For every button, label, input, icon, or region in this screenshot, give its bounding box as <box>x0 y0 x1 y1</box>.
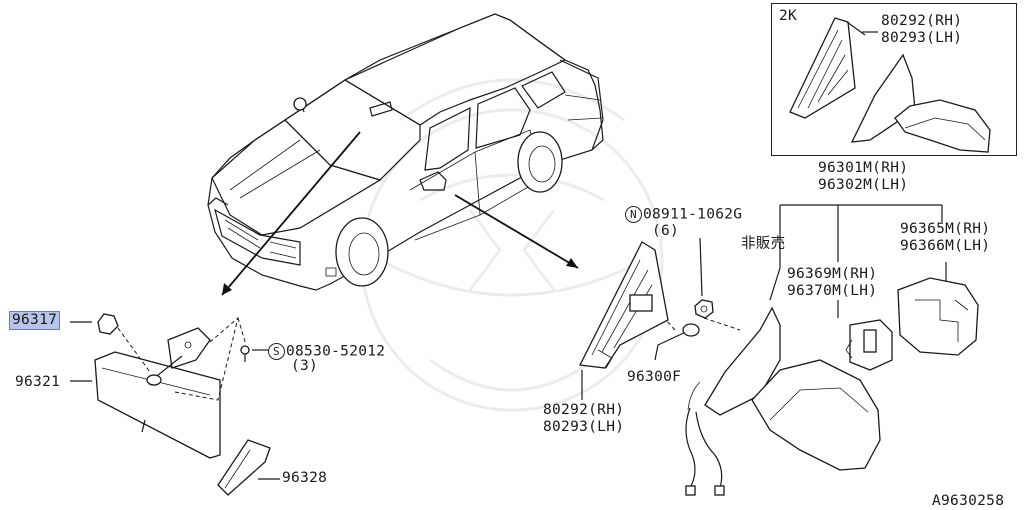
inset-part-rh: 80292(RH) <box>881 13 963 29</box>
screw-qty-label: (3) <box>291 358 319 374</box>
nut-part-label: 08911-1062G <box>643 206 743 223</box>
cover-rh-label: 80292(RH) <box>543 402 625 418</box>
screw-symbol-icon: S <box>268 343 285 360</box>
inset-drawing <box>789 17 991 153</box>
glass-rh-label: 96365M(RH) <box>900 221 991 237</box>
inset-part-lh: 80293(LH) <box>881 30 963 46</box>
actuator-rh-label: 96369M(RH) <box>787 266 878 282</box>
inner-mirror-group <box>94 313 271 496</box>
cover-lh-label: 80293(LH) <box>543 419 625 435</box>
mirror-glass <box>897 277 979 356</box>
watermark-emblem <box>360 78 664 412</box>
car-illustration <box>207 13 604 291</box>
inset-label: 2K <box>779 8 798 24</box>
highlighted-part-label[interactable]: 96317 <box>9 311 61 330</box>
nut-symbol-icon: N <box>625 206 642 223</box>
inner-mirror-label: 96321 <box>15 374 61 390</box>
door-mirror-assembly <box>685 306 881 496</box>
screw-part-label: 08530-52012 <box>286 343 386 360</box>
leader-arrows <box>221 131 579 296</box>
actuator-lh-label: 96370M(LH) <box>787 283 878 299</box>
diagram-code: A9630258 <box>932 493 1005 509</box>
nut-qty-label: (6) <box>652 223 680 239</box>
inset-box <box>771 3 1017 156</box>
not-sold-label: 非販売 <box>741 236 786 252</box>
mirror-actuator <box>845 319 893 371</box>
grommet-and-nut <box>665 299 741 337</box>
grommet-label: 96300F <box>627 369 682 385</box>
door-corner-cover <box>579 241 669 369</box>
mirror-cover-label: 96328 <box>282 470 328 486</box>
mirror-assy-lh-label: 96302M(LH) <box>818 177 909 193</box>
callout-lines <box>70 31 947 480</box>
glass-lh-label: 96366M(LH) <box>900 238 991 254</box>
mirror-assy-rh-label: 96301M(RH) <box>818 160 909 176</box>
